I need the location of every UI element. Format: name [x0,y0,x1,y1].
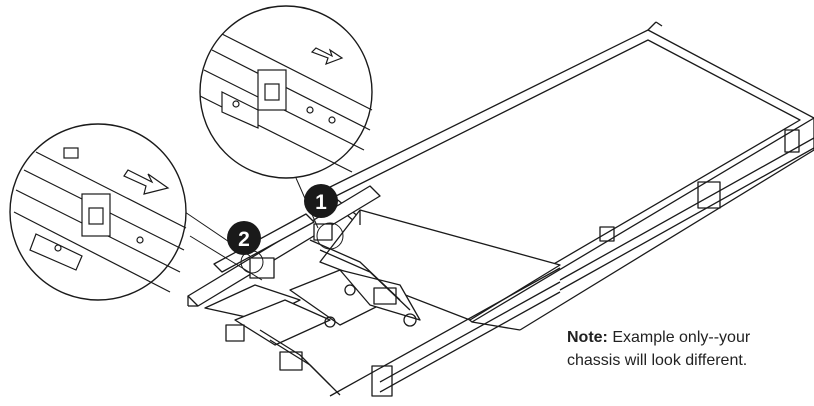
detail-view-1 [199,5,373,179]
detail-view-2 [9,123,187,301]
callout-1-number: 1 [315,191,327,214]
server-chassis [187,21,814,397]
callout-1: 1 [304,184,338,218]
note-line-1: Note: Example only--your [567,326,807,349]
callout-2-number: 2 [238,228,250,251]
note-label: Note: [567,329,608,346]
callout-2: 2 [227,221,261,255]
note-text-1: Example only--your [607,329,751,346]
cable-management-arm [204,239,421,396]
note-line-2: chassis will look different. [567,352,748,369]
example-note: Note: Example only--your chassis will lo… [567,326,807,372]
